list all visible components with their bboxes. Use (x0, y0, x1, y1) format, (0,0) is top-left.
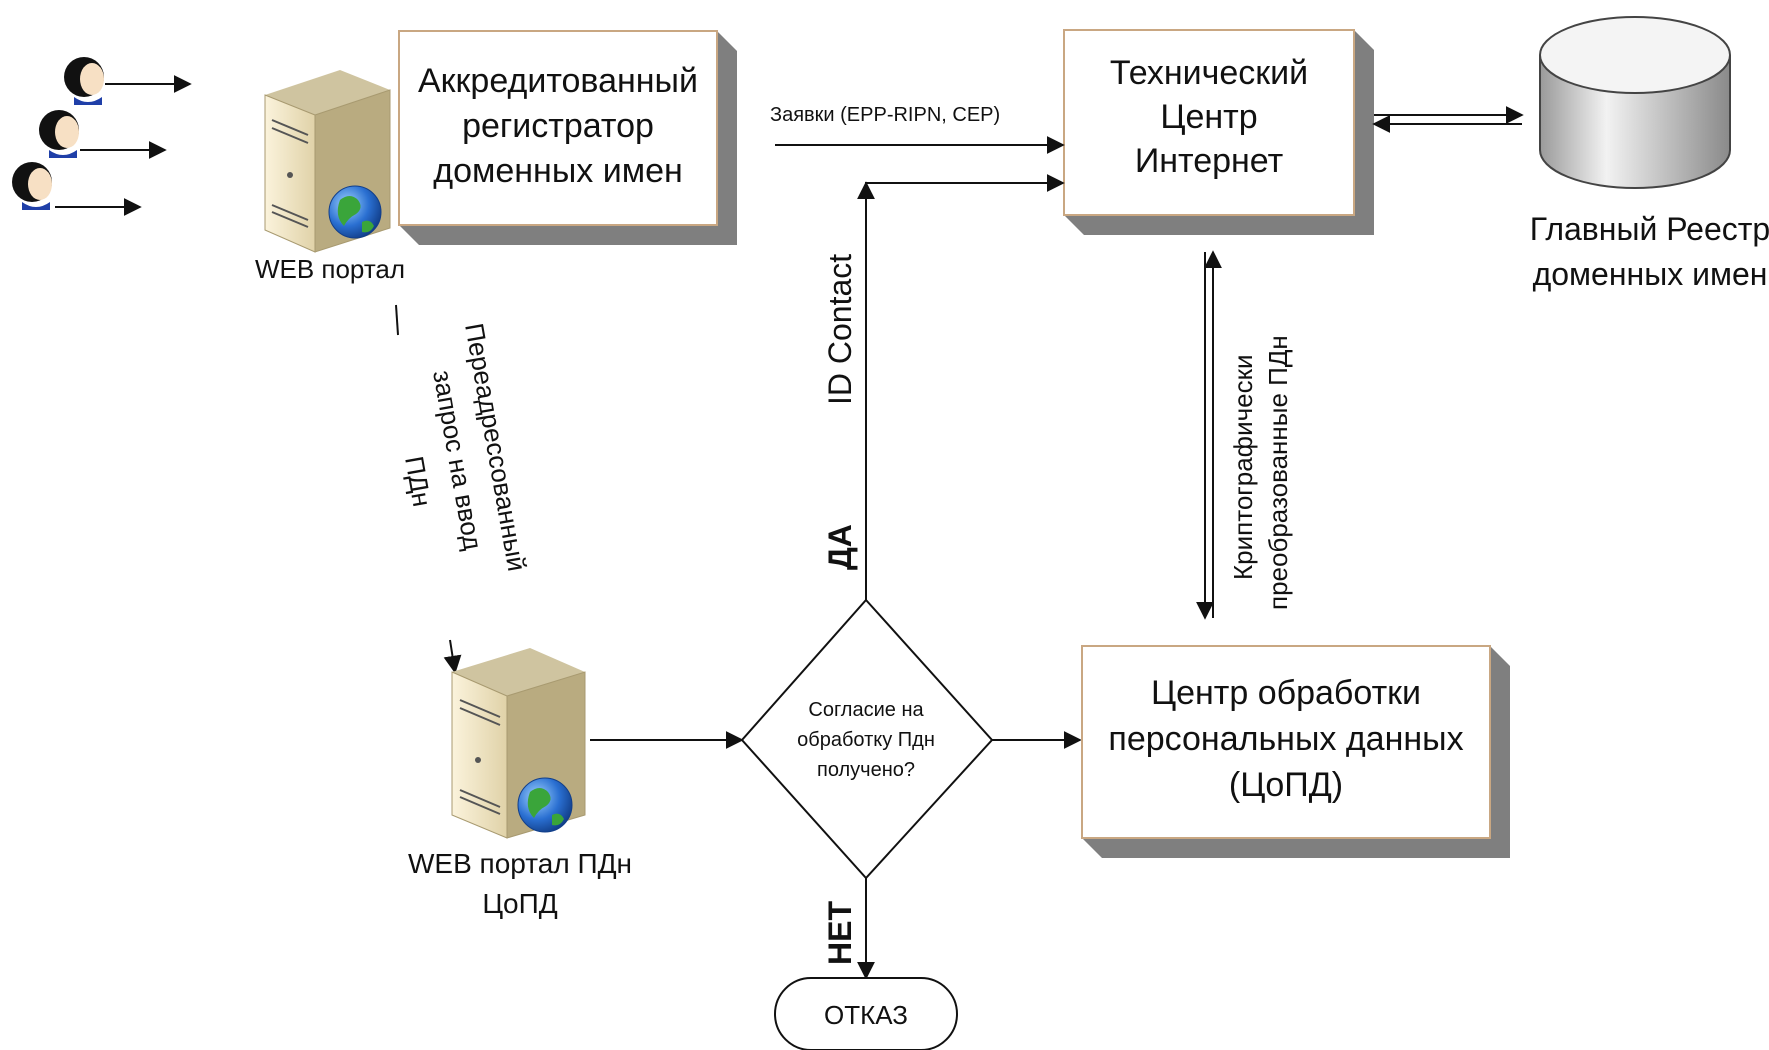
pd-portal-label-2: ЦоПД (482, 888, 557, 919)
redirect-arrow (443, 639, 462, 674)
pd-center-box: Центр обработки персональных данных (ЦоП… (1081, 645, 1510, 858)
id-contact-arrow (865, 174, 1065, 600)
pd-center-label-3: (ЦоПД) (1229, 766, 1343, 804)
decision-diamond: Согласие на обработку Пдн получено? (740, 598, 994, 880)
pd-center-label-2: персональных данных (1108, 720, 1463, 758)
tci-label-3: Интернет (1135, 142, 1283, 180)
no-label: НЕТ (822, 901, 858, 965)
redirect-label-3: ПДн (399, 454, 437, 509)
registrar-label-3: доменных имен (433, 152, 683, 190)
pd-portal-label-1: WEB портал ПДн (408, 848, 632, 879)
registry-label-1: Главный Реестр (1530, 211, 1769, 247)
requests-label: Заявки (EPP-RIPN, СЕР) (770, 104, 1000, 126)
tci-label-2: Центр (1160, 98, 1257, 136)
database-icon (1539, 16, 1731, 189)
tci-label-1: Технический (1110, 54, 1308, 92)
redirect-dash (395, 304, 399, 336)
refusal-terminator: ОТКАЗ (774, 977, 958, 1050)
crypto-label-1: Криптографически (1228, 354, 1258, 580)
crypto-label-2: преобразованные ПДн (1263, 335, 1293, 610)
globe-icon (517, 777, 573, 833)
id-contact-label: ID Contact (822, 254, 858, 405)
registry-label-2: доменных имен (1533, 256, 1768, 292)
registrar-label-1: Аккредитованный (418, 62, 698, 100)
registrar-label-2: регистратор (462, 107, 654, 145)
yes-label: ДА (822, 524, 858, 570)
refusal-label: ОТКАЗ (824, 1000, 908, 1030)
decision-label-1: Согласие на (808, 699, 924, 721)
registrar-box: Аккредитованный регистратор доменных име… (398, 30, 737, 245)
user-icon (12, 162, 52, 210)
pd-center-label-1: Центр обработки (1151, 674, 1421, 712)
decision-label-2: обработку Пдн (797, 729, 935, 751)
decision-label-3: получено? (817, 759, 915, 781)
user-icon (39, 110, 79, 158)
web-portal-label: WEB портал (255, 254, 405, 284)
globe-icon (328, 185, 382, 239)
user-icon (64, 57, 104, 105)
tci-box: Технический Центр Интернет (1063, 29, 1374, 235)
